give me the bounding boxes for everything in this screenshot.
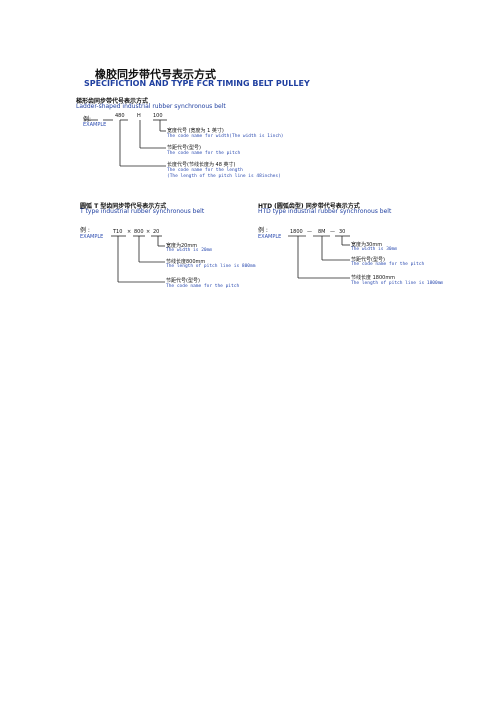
htd-code-length: 1800: [290, 229, 303, 235]
t-ann-length-cn: 节线长度800mm: [166, 259, 206, 265]
htd-code-sep-1: —: [307, 229, 312, 235]
page-subtitle: SPECIFICTION AND TYPE FCR TIMING BELT PU…: [84, 79, 310, 88]
ladder-ann-length-cn: 长度代号(节线长度为 48 英寸): [167, 162, 236, 168]
htd-ann-width-en: The width is 30mm: [351, 247, 398, 252]
htd-ann-width-cn: 宽度为30mm: [351, 242, 383, 248]
htd-ann-pitch-cn: 节距代号(型号): [351, 257, 385, 263]
t-example-label: 例 :: [80, 227, 90, 234]
ladder-code-width: 100: [153, 113, 163, 119]
ladder-ann-pitch-cn: 节距代号(型号): [167, 145, 201, 151]
htd-code-width: 30: [339, 229, 346, 235]
ladder-example-label-en: EXAMPLE: [83, 122, 107, 128]
htd-section-title: HTD (圆弧齿型) 同步带代号表示方式: [258, 203, 360, 210]
ladder-code-pitch: H: [137, 113, 141, 119]
htd-code-pitch: 8M: [318, 229, 326, 235]
t-code-pitch: T10: [113, 229, 123, 235]
t-example-label-en: EXAMPLE: [80, 234, 104, 240]
t-ann-length-en: The length of pitch line is 800mm: [166, 264, 256, 269]
page-title: 橡胶同步带代号表示方式: [95, 68, 216, 81]
htd-example-label-en: EXAMPLE: [258, 234, 282, 240]
ladder-ann-width-en: The code name for width(The width is 1in…: [167, 134, 284, 139]
ladder-ann-width-cn: 宽度代号 (宽度为 1 英寸): [167, 128, 224, 134]
htd-ann-length-cn: 节线长度 1800mm: [351, 275, 396, 281]
ladder-code-length: 480: [115, 113, 125, 119]
t-ann-pitch-en: The code name for the pitch: [166, 284, 240, 289]
t-code-sep-2: ×: [146, 229, 151, 235]
t-code-width: 20: [153, 229, 160, 235]
ladder-section-title: 梯形齿同步带代号表示方式: [76, 98, 149, 105]
ladder-section-subtitle: Ladder-shaped industrial rubber synchron…: [76, 103, 226, 110]
t-code-length: 800: [134, 229, 144, 235]
htd-example-label: 例 :: [258, 227, 268, 234]
t-code-sep-1: ×: [127, 229, 132, 235]
htd-ann-length-en: The length of pitch line is 1800mm: [351, 281, 444, 286]
t-section-subtitle: T type industrial rubber synchronous bel…: [80, 208, 205, 215]
htd-ann-pitch-en: The code name for the pitch: [351, 262, 425, 267]
t-ann-pitch-cn: 节距代号(型号): [166, 278, 200, 284]
ladder-ann-length-en2: (The length of the pitch line is 48inche…: [167, 174, 281, 179]
t-ann-width-cn: 宽度为20mm: [166, 243, 198, 249]
t-ann-width-en: The width is 20mm: [166, 248, 213, 253]
ladder-example-label: 例:: [83, 116, 92, 123]
t-section-title: 圆弧 T 型齿同步带代号表示方式: [80, 203, 167, 210]
ladder-ann-pitch-en: The code name for the pitch: [167, 151, 241, 156]
ladder-ann-length-en: The code name for the length: [167, 168, 243, 173]
htd-section-subtitle: HTD type industrial rubber synchronous b…: [258, 208, 392, 215]
htd-code-sep-2: —: [330, 229, 335, 235]
